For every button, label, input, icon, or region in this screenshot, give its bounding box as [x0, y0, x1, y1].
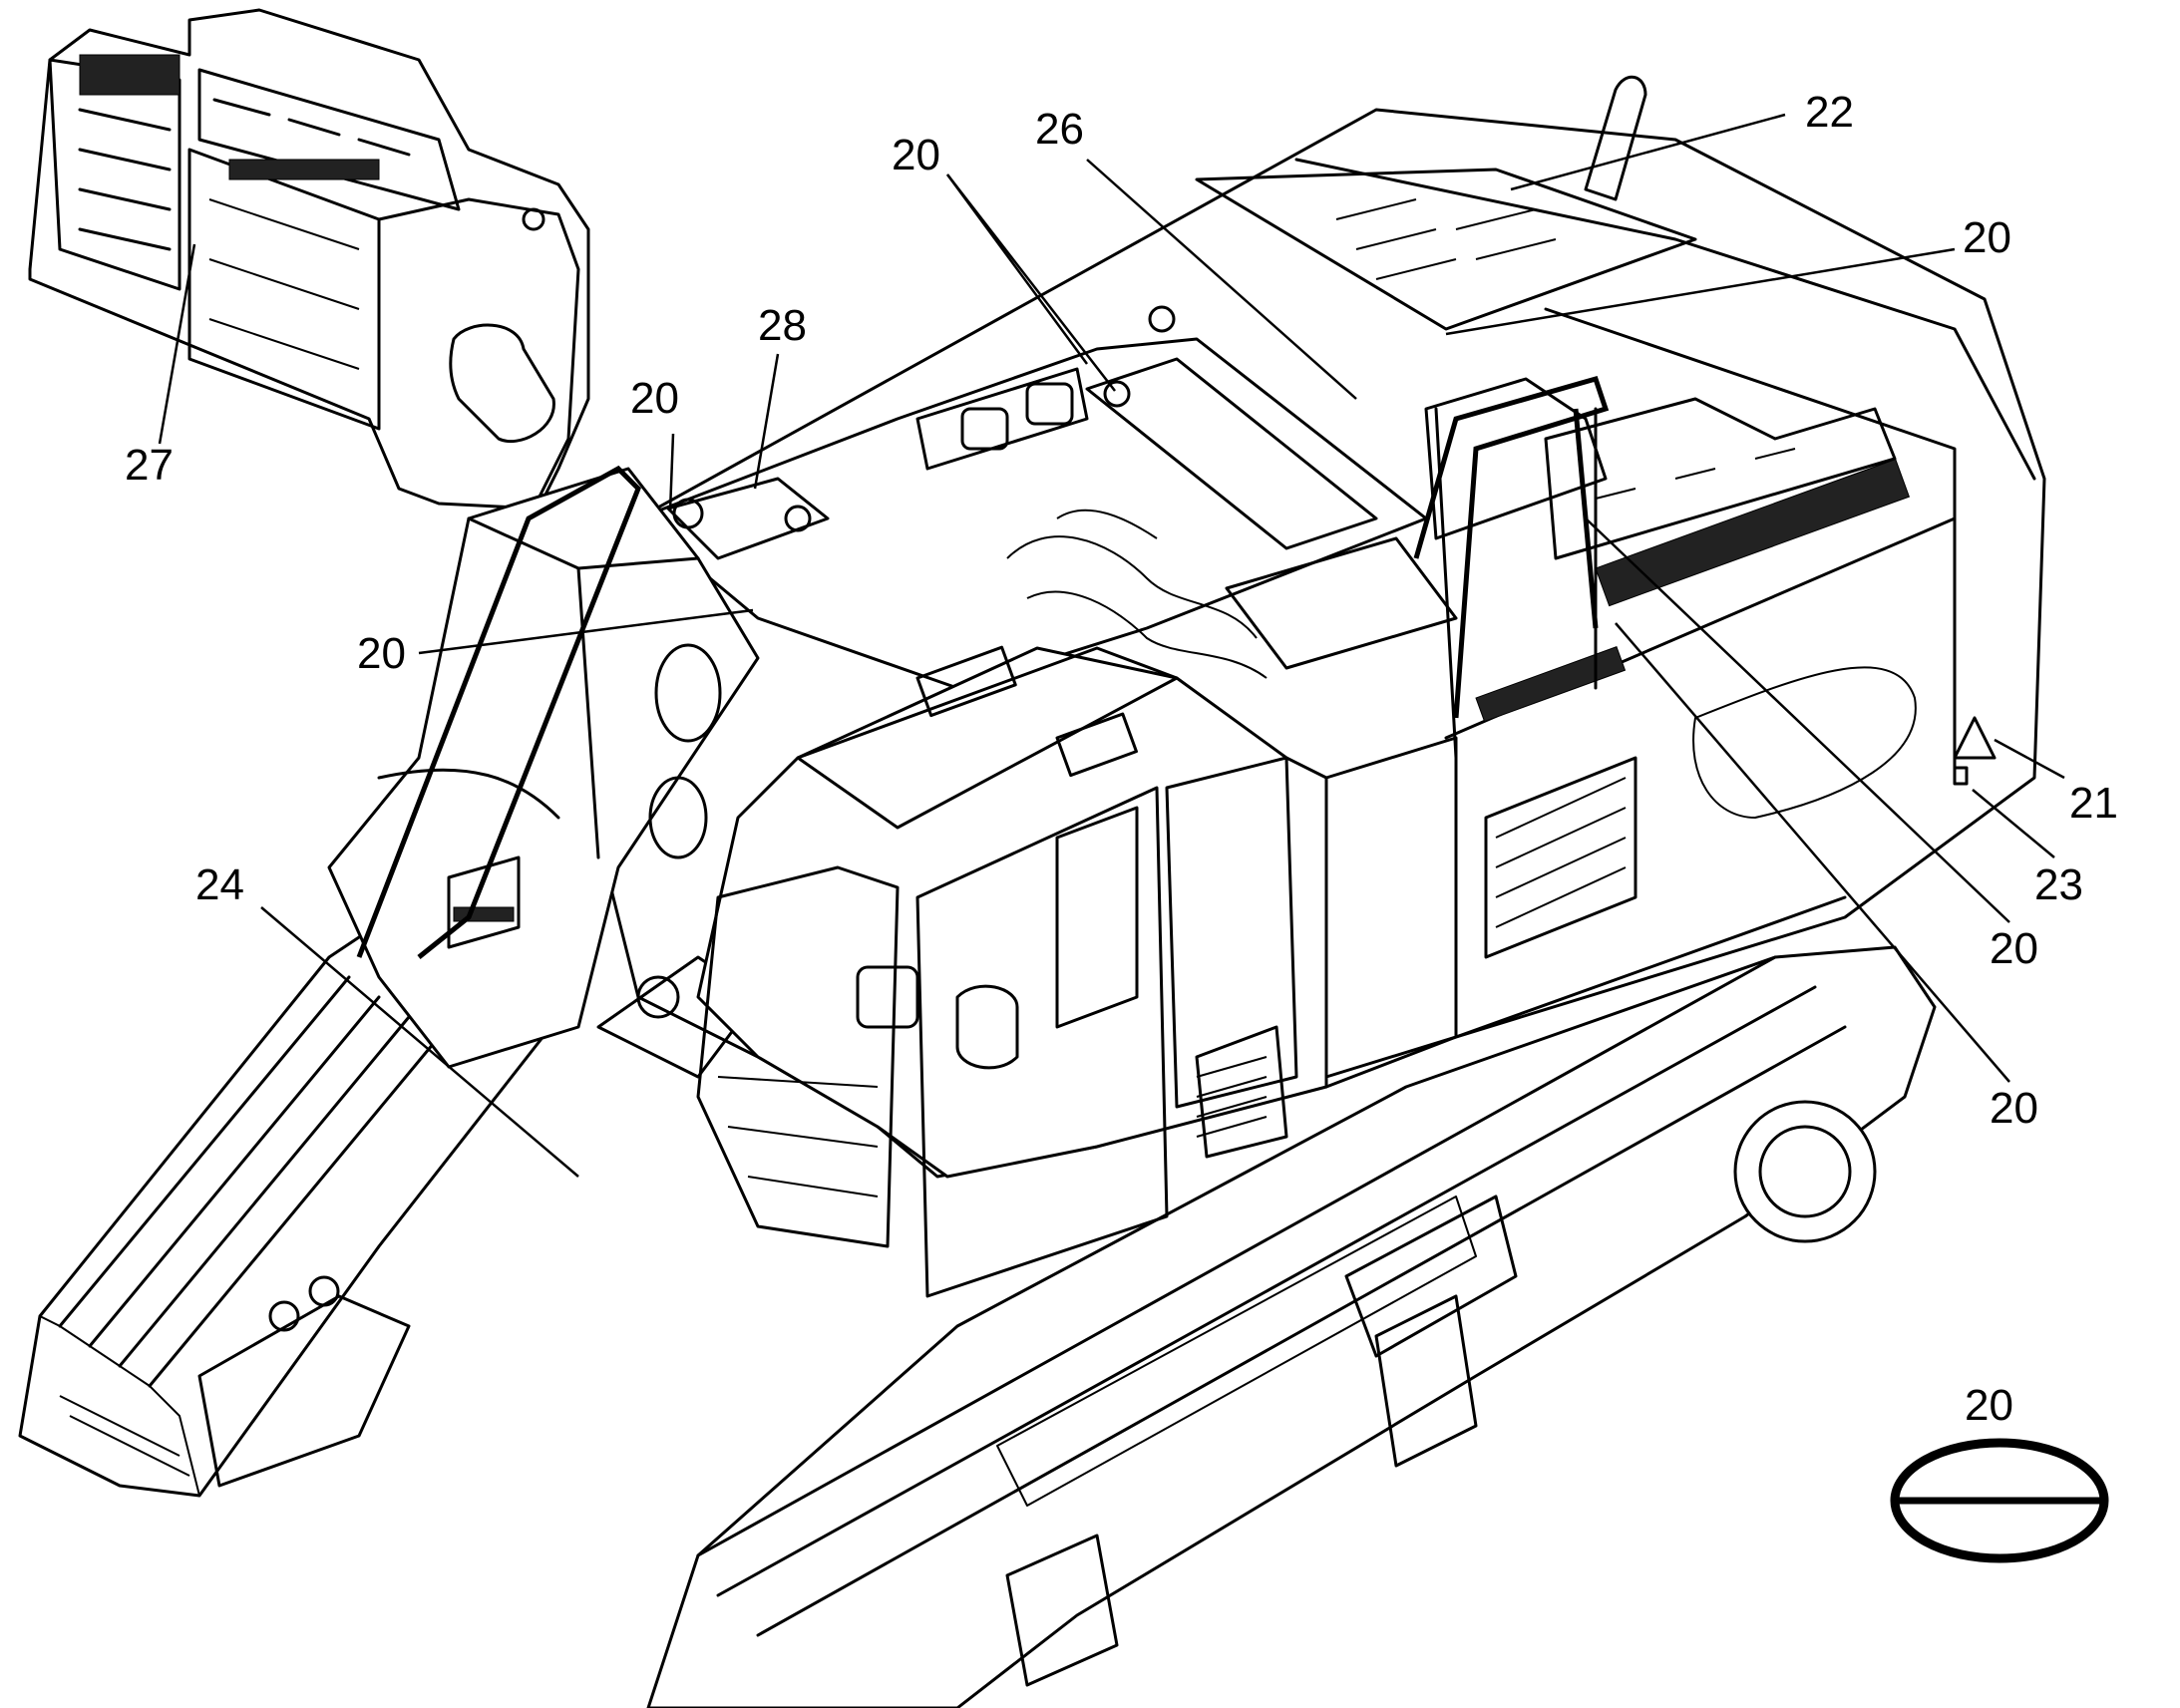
legend-label: 20: [1965, 1381, 2013, 1430]
callout-label: 20: [630, 374, 679, 423]
right-track: [646, 945, 1937, 1708]
callout-label: 24: [195, 860, 244, 909]
callout-label: 26: [1035, 105, 1084, 154]
circle-with-horizontal-bar-icon: [1890, 1438, 2109, 1563]
callout-label: 20: [357, 629, 406, 678]
boom-foot: [327, 467, 760, 1079]
leader-lines: [158, 113, 2065, 1178]
callout-label: 23: [2034, 860, 2083, 909]
callout-labels: 20 26 22 20 28 20 27 20 24 21 23 20 20 2…: [125, 88, 2118, 1430]
operator-cab: [696, 645, 1328, 1298]
engine-bay: [636, 305, 1608, 760]
callout-label: 20: [892, 131, 940, 179]
callout-label: 20: [1990, 924, 2038, 973]
callout-label: 28: [758, 301, 807, 350]
callout-label: 27: [125, 441, 174, 490]
callout-label: 20: [1990, 1084, 2038, 1133]
callout-label: 20: [1963, 213, 2011, 262]
inset-engine-hood: [28, 8, 590, 511]
callout-label: 21: [2069, 779, 2118, 828]
callout-label: 22: [1805, 88, 1854, 137]
